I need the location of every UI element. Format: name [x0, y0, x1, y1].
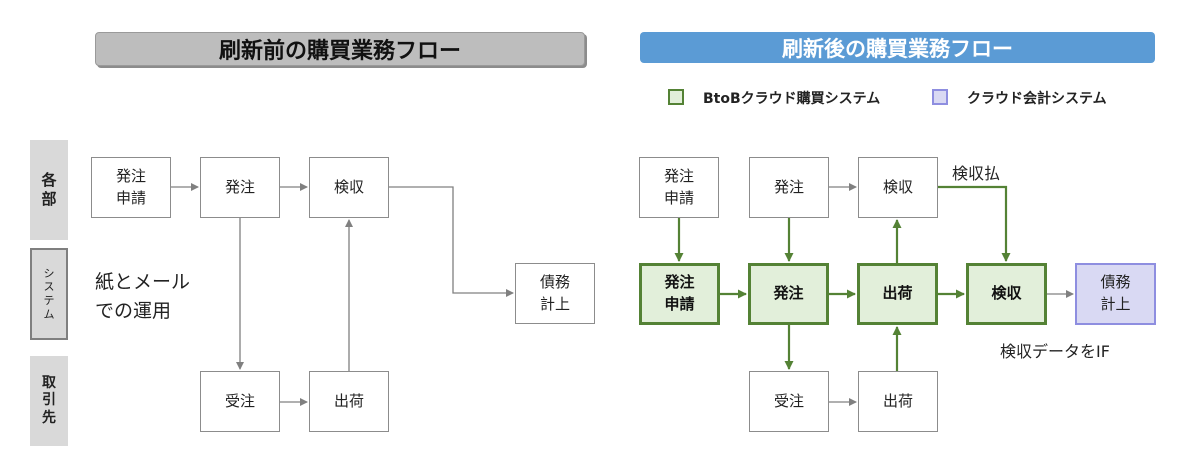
after-sys-request-box: 発注 申請 [639, 263, 720, 325]
before-order-box: 発注 [200, 157, 280, 218]
after-sys-order-box: 発注 [748, 263, 829, 325]
before-inspection-box: 検収 [309, 157, 389, 218]
after-sys-ship-box: 出荷 [857, 263, 938, 325]
legend-accounting-label: クラウド会計システム [967, 91, 1107, 107]
after-flow-title: 刷新後の購買業務フロー [640, 32, 1155, 63]
after-sys-inspection-box: 検収 [966, 263, 1047, 325]
lane-system: シ ス テ ム [30, 248, 68, 340]
lane-supplier: 取 引 先 [30, 356, 68, 446]
label-inspection-payment: 検収払 [952, 164, 1001, 183]
after-top-request-box: 発注 申請 [639, 157, 719, 218]
before-flow-title: 刷新前の購買業務フロー [95, 32, 585, 66]
after-top-order-box: 発注 [749, 157, 829, 218]
legend-btob-swatch [668, 89, 684, 105]
after-top-inspection-box: 検収 [858, 157, 938, 218]
before-arrow-inspection-debt [389, 186, 514, 297]
before-request-box: 発注 申請 [91, 157, 171, 218]
after-bottom-receive-box: 受注 [749, 371, 829, 432]
lane-dept: 各 部 [30, 140, 68, 240]
before-receive-box: 受注 [200, 371, 280, 432]
legend-accounting-swatch [932, 89, 948, 105]
before-ship-box: 出荷 [309, 371, 389, 432]
before-note: 紙とメール での運用 [95, 271, 191, 322]
after-sys-debt-box: 債務 計上 [1075, 263, 1156, 325]
after-arrow-inspection-payment [938, 185, 1011, 262]
label-inspection-data-if: 検収データをIF [1000, 342, 1110, 361]
before-debt-box: 債務 計上 [515, 263, 595, 324]
legend-btob-label: BtoBクラウド購買システム [703, 91, 881, 107]
after-bottom-ship-box: 出荷 [858, 371, 938, 432]
